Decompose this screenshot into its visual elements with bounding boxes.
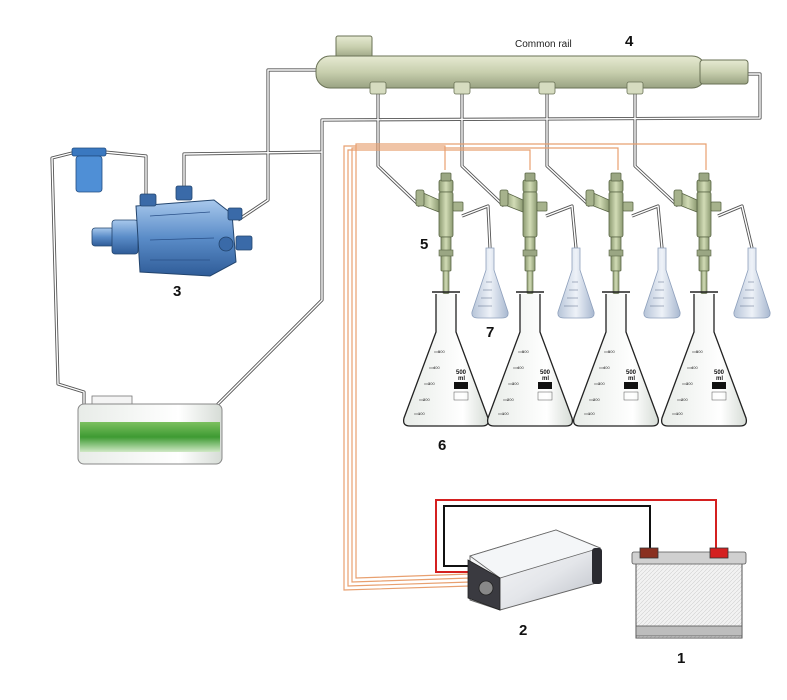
label-return-flask: 7 xyxy=(486,324,494,341)
beaker-tick: 500 xyxy=(608,349,615,354)
common-rail: Common rail xyxy=(315,35,749,95)
beaker-2: 500 ml 500 400 300 200 100 xyxy=(486,291,574,427)
beaker-unit: ml xyxy=(458,376,465,382)
return-flask-4 xyxy=(733,247,771,319)
battery-wiring xyxy=(435,499,717,573)
label-pump: 3 xyxy=(173,283,181,300)
beaker-tick: 300 xyxy=(428,381,435,386)
label-beaker: 6 xyxy=(438,437,446,454)
beaker-tick: 200 xyxy=(423,397,430,402)
beaker-tick: 400 xyxy=(517,365,524,370)
beaker-tick: 300 xyxy=(512,381,519,386)
label-battery: 1 xyxy=(677,650,685,667)
beaker-tick: 200 xyxy=(507,397,514,402)
injector-3 xyxy=(585,172,634,301)
beaker-tick: 500 xyxy=(438,349,445,354)
beaker-tick: 100 xyxy=(418,411,425,416)
injector-wiring-harness xyxy=(343,143,707,591)
beaker-tick: 400 xyxy=(433,365,440,370)
electronic-control-unit xyxy=(467,529,602,611)
common-rail-title: Common rail xyxy=(515,39,572,50)
beaker-tick: 100 xyxy=(588,411,595,416)
return-flask-3 xyxy=(643,247,681,319)
beaker-volume: 500 xyxy=(456,370,467,376)
component-labels: 1 2 3 4 5 6 7 xyxy=(173,33,685,667)
fuel-lines xyxy=(50,68,762,460)
injector-2 xyxy=(499,172,548,301)
beaker-tick: 200 xyxy=(681,397,688,402)
beaker-unit: ml xyxy=(542,376,549,382)
beaker-3: 500 ml 500 400 300 200 100 xyxy=(572,291,660,427)
beaker-volume: 500 xyxy=(626,370,637,376)
beaker-volume: 500 xyxy=(714,370,725,376)
beaker-tick: 300 xyxy=(686,381,693,386)
beaker-tick: 100 xyxy=(502,411,509,416)
fuel-filter xyxy=(71,147,107,193)
return-flask-1 xyxy=(471,247,509,319)
label-control-unit: 2 xyxy=(519,622,527,639)
return-flask-2 xyxy=(557,247,595,319)
battery xyxy=(631,547,747,639)
beaker-tick: 500 xyxy=(522,349,529,354)
high-pressure-pump xyxy=(91,185,253,277)
beaker-tick: 100 xyxy=(676,411,683,416)
injector-4 xyxy=(673,172,722,301)
beaker-tick: 400 xyxy=(691,365,698,370)
beaker-tick: 400 xyxy=(603,365,610,370)
beaker-tick: 200 xyxy=(593,397,600,402)
beaker-1: 500 ml 500 400 300 200 100 xyxy=(402,291,490,427)
beaker-tick: 300 xyxy=(598,381,605,386)
beaker-4: 500 ml 500 400 300 200 100 xyxy=(660,291,748,427)
label-rail: 4 xyxy=(625,33,634,50)
measuring-beakers: 500 ml 500 400 300 200 100 500 ml 500 40… xyxy=(402,291,748,427)
beaker-volume: 500 xyxy=(540,370,551,376)
beaker-unit: ml xyxy=(628,376,635,382)
beaker-unit: ml xyxy=(716,376,723,382)
label-injector: 5 xyxy=(420,236,428,253)
beaker-tick: 500 xyxy=(696,349,703,354)
fuel-tank xyxy=(77,395,223,465)
